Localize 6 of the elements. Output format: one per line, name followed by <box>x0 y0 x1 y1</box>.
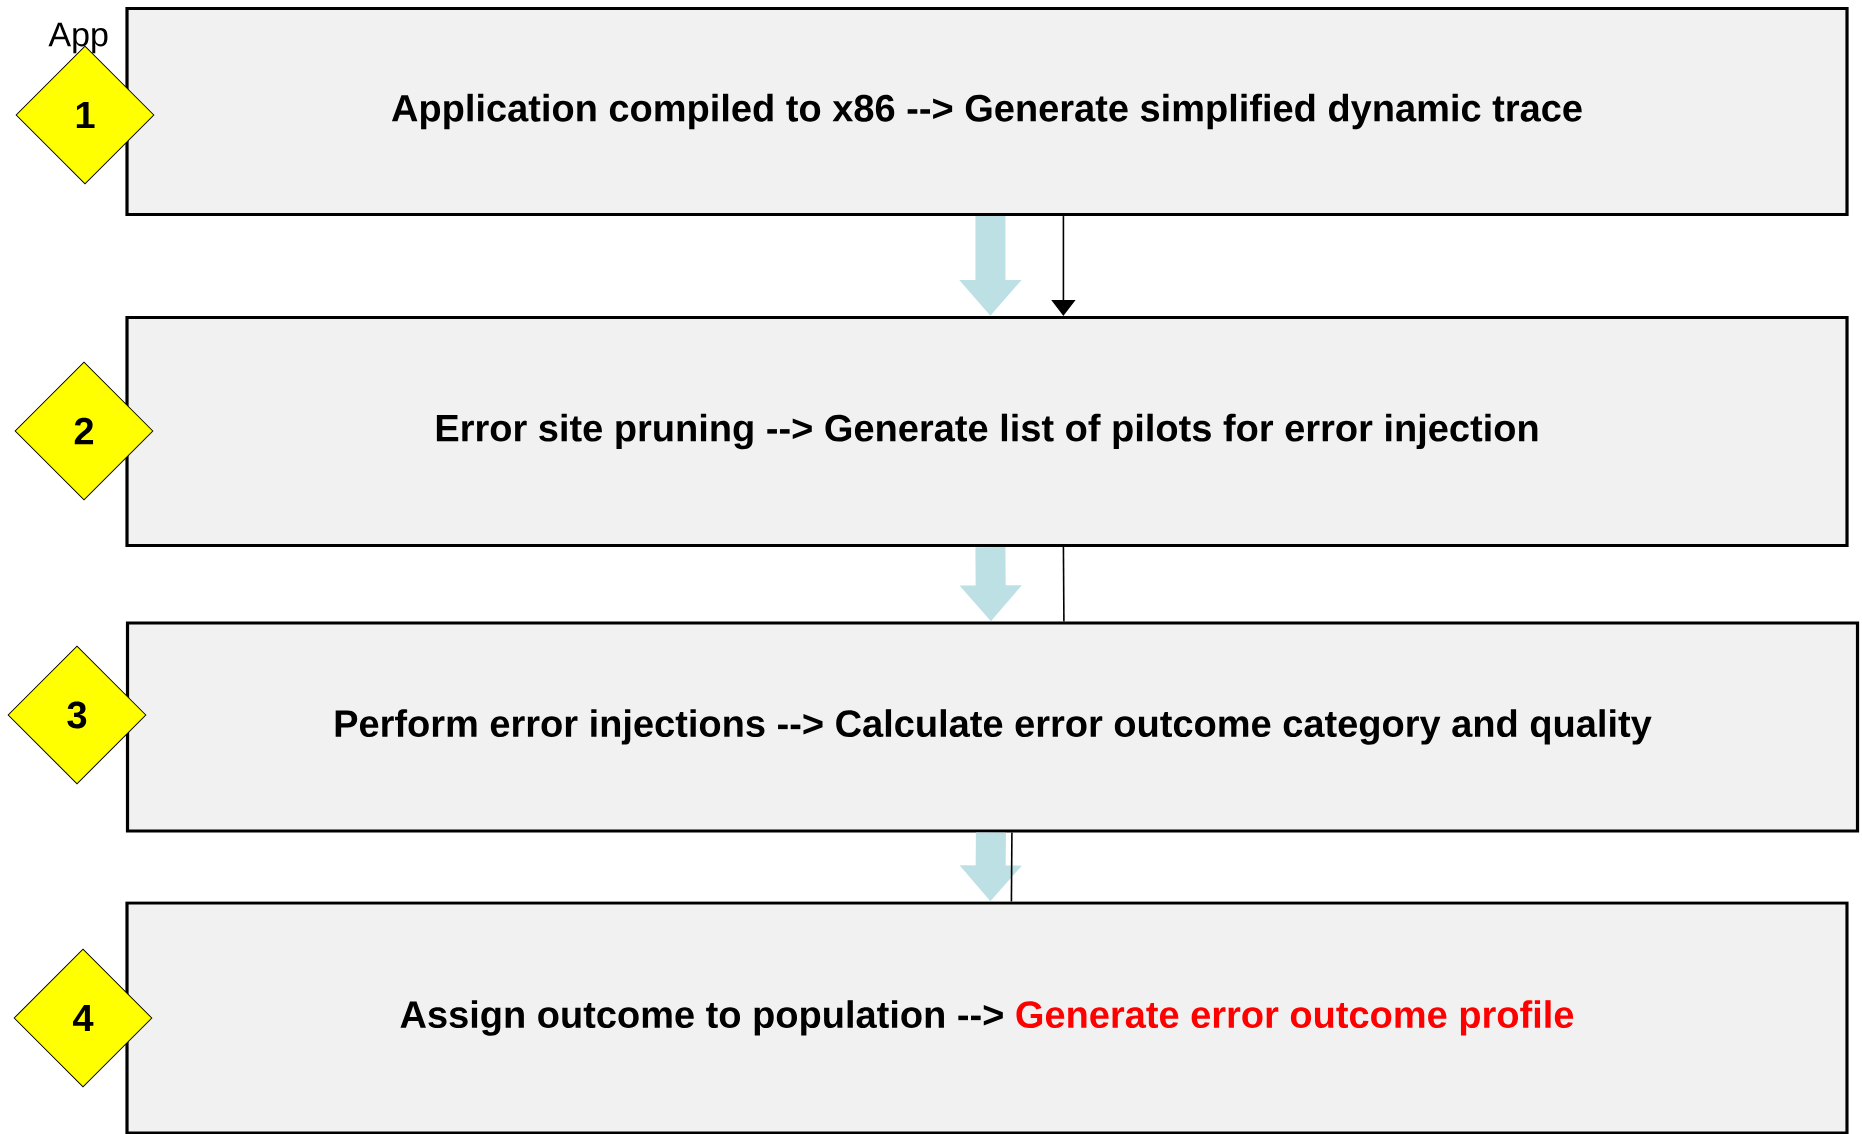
step-box: Assign outcome to population --> Generate error outcome profile <box>125 901 1849 1134</box>
connector-line <box>1010 831 1013 903</box>
step-box: Error site pruning --> Generate list of pilots for error injection <box>125 315 1849 548</box>
connector-line <box>1062 546 1065 623</box>
step-box: Application compiled to x86 --> Generate simplified dynamic trace <box>125 6 1849 217</box>
step-box: Perform error injections --> Calculate error outcome category and quality <box>125 621 1860 833</box>
